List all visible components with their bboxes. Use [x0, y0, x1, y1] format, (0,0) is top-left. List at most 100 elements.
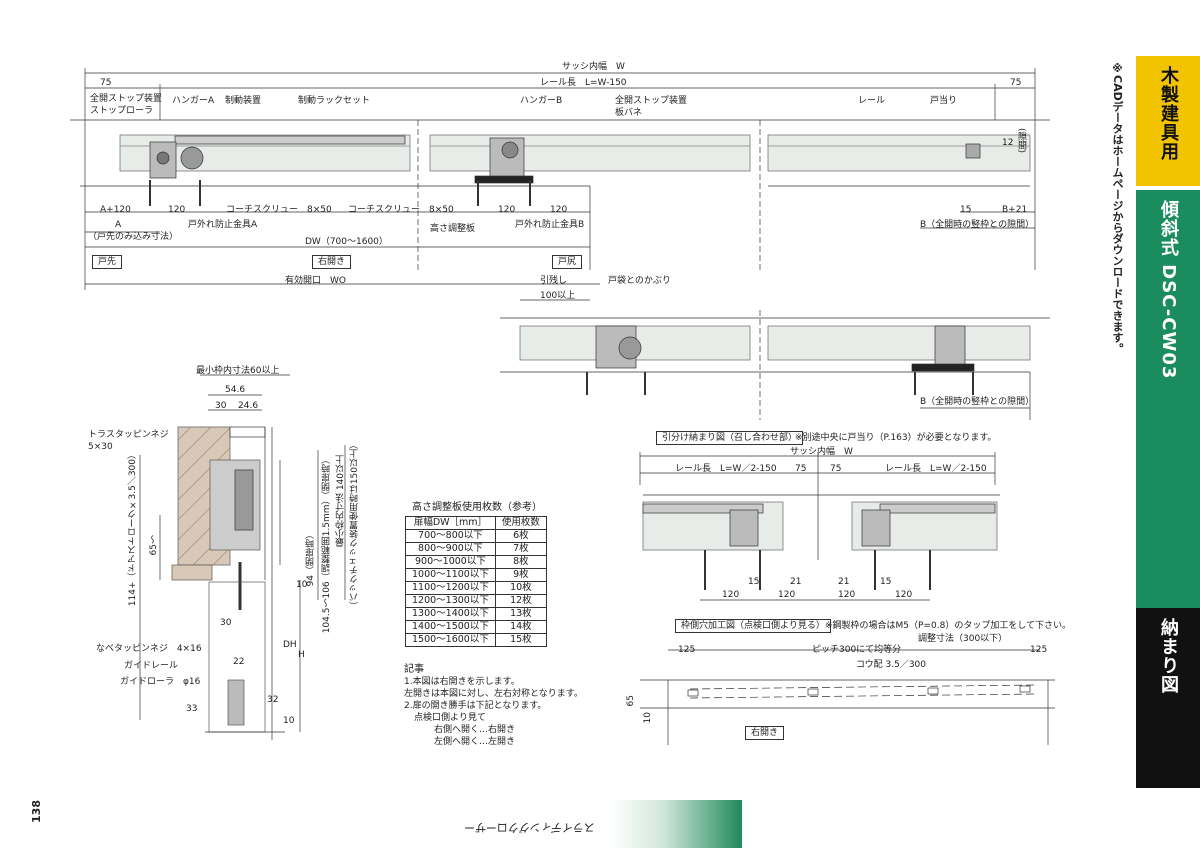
frame-hole-right-open: 右開き — [745, 726, 785, 740]
label-dim-15: 15 — [960, 205, 972, 215]
label-dim-100: 100以上 — [540, 291, 576, 301]
table-cell: 1300〜1400以下 — [405, 607, 496, 621]
split-dim-120c: 120 — [838, 590, 856, 600]
split-rail-right: レール長 L=W／2-150 — [885, 464, 987, 474]
label-dim-75-left: 75 — [100, 78, 112, 88]
table-cell: 900〜1000以下 — [405, 555, 496, 569]
tab-installation-diagram: 納まり図 — [1136, 608, 1200, 788]
table-cell: 700〜800以下 — [405, 529, 496, 543]
split-rail-left: レール長 L=W／2-150 — [675, 464, 777, 474]
section-dim-33: 33 — [186, 704, 198, 714]
split-dim-21b: 21 — [838, 577, 850, 587]
label-hanger-a: ハンガーA — [172, 96, 215, 106]
footer-gradient-bar — [612, 800, 742, 848]
section-door-stroke: 114+（ドアストローク×3.5／300） — [128, 450, 138, 607]
notes-line-4: 点検口側より見て — [414, 713, 486, 723]
frame-hole-note: ※鋼製枠の場合はM5（P=0.8）のタップ加工をして下さい。 — [825, 621, 1072, 631]
cad-download-note: ※CADデータはホームページからダウンロードできます。 — [1111, 62, 1124, 354]
label-dim-b21: B+21 — [1002, 205, 1028, 215]
section-dim-246: 24.6 — [238, 401, 259, 411]
notes-line-3: 2.扉の開き勝手は下記となります。 — [404, 701, 547, 711]
table-cell: 9枚 — [494, 568, 547, 582]
label-dim-12: 12 — [1002, 138, 1014, 148]
label-dim-75-right: 75 — [1010, 78, 1022, 88]
label-coach-screw-1: コーチスクリュー 8×50 — [226, 205, 332, 215]
label-coach-screw-2: コーチスクリュー 8×50 — [348, 205, 454, 215]
label-dim-a: A — [115, 220, 122, 230]
label-right-open: 右開き — [312, 255, 352, 269]
section-min-frame: 最小枠内寸法60以上 — [196, 366, 280, 376]
section-flat-screw: なべタッピンネジ 4×16 — [96, 644, 202, 654]
notes-title: 記事 — [404, 664, 424, 675]
frame-hole-pitch: ピッチ300にて均等分 — [812, 645, 902, 655]
label-door-tip: 戸先 — [92, 255, 123, 269]
label-door-tip-note: （戸先のみ込み寸法） — [88, 232, 179, 242]
section-dim-65: 65〜 — [149, 535, 159, 556]
table-cell: 14枚 — [494, 620, 547, 634]
section-dim-30: 30 — [215, 401, 227, 411]
frame-hole-title: 枠側穴加工図（点検口側より見る） — [675, 619, 831, 633]
table-cell: 15枚 — [494, 633, 547, 647]
label-door-end: 戸尻 — [552, 255, 583, 269]
label-dw-range: DW（700〜1600） — [305, 237, 388, 247]
label-full-open-stop-2: 全開ストップ装置 — [615, 96, 688, 106]
label-full-open-stop: 全開ストップ装置 — [90, 94, 163, 104]
frame-hole-dim-10: 10 — [643, 712, 653, 724]
notes-line-2: 左開きは本図に対し、左右対称となります。 — [404, 689, 583, 699]
section-dim-dh: DH — [283, 640, 297, 650]
table-cell: 1500〜1600以下 — [405, 633, 496, 647]
notes-line-6: 左側へ開く…左開き — [434, 737, 516, 747]
section-dim-h: H — [298, 650, 305, 660]
ref-table-header-count: 使用枚数 — [494, 516, 547, 530]
section-min-frame-140: 最小枠内寸法 140以上 — [336, 455, 346, 548]
label-hanger-b: ハンガーB — [520, 96, 563, 106]
section-dim-30b: 30 — [220, 618, 232, 628]
label-dim-a120: A+120 — [100, 205, 131, 215]
label-door-stop: 戸当り — [930, 96, 958, 106]
label-dim-120a: 120 — [168, 205, 186, 215]
frame-hole-dim-65: 65 — [626, 695, 636, 707]
table-cell: 1100〜1200以下 — [405, 581, 496, 595]
label-b-gap-2: B（全開時の竪枠との隙間） — [920, 397, 1035, 407]
table-cell: 1400〜1500以下 — [405, 620, 496, 634]
label-sash-width: サッシ内幅 W — [562, 62, 625, 72]
split-dim-120a: 120 — [722, 590, 740, 600]
split-note: ※別途中央に戸当り（P.163）が必要となります。 — [795, 433, 997, 443]
label-leaf-spring: 板バネ — [615, 108, 643, 118]
split-dim-75a: 75 — [795, 464, 807, 474]
tab-model-label: 傾斜式 DSC-CW03 — [1158, 200, 1179, 380]
section-dim-546: 54.6 — [225, 385, 246, 395]
label-door-off-a: 戸外れ防止金具A — [188, 220, 258, 230]
ref-table-title: 高さ調整板使用枚数（参考） — [412, 502, 542, 513]
table-cell: 800〜900以下 — [405, 542, 496, 556]
label-rail: レール — [858, 96, 886, 106]
section-dim-22: 22 — [233, 657, 245, 667]
label-height-plate: 高さ調整板 — [430, 224, 476, 234]
notes-line-5: 右側へ開く…右開き — [434, 725, 516, 735]
section-truss-size: 5×30 — [88, 442, 113, 452]
table-cell: 1200〜1300以下 — [405, 594, 496, 608]
label-crack: (隙間) — [1016, 128, 1026, 154]
table-cell: 7枚 — [494, 542, 547, 556]
label-brake-device: 制動装置 — [225, 96, 262, 106]
table-cell: 10枚 — [494, 581, 547, 595]
table-cell: 6枚 — [494, 529, 547, 543]
frame-hole-dim-125a: 125 — [678, 645, 696, 655]
split-dim-120b: 120 — [778, 590, 796, 600]
section-dim-32: 32 — [267, 695, 279, 705]
section-dim-1045: 104.5〜106（調整範囲1.5mm）（閉扉時） — [322, 455, 332, 634]
label-b-gap: B（全開時の竪枠との隙間） — [920, 220, 1035, 230]
label-effective-open: 有効開口 WO — [285, 276, 346, 286]
split-dim-75b: 75 — [830, 464, 842, 474]
frame-hole-dim-125b: 125 — [1030, 645, 1048, 655]
label-dim-120b: 120 — [498, 205, 516, 215]
tab-installation-diagram-label: 納まり図 — [1158, 618, 1179, 694]
